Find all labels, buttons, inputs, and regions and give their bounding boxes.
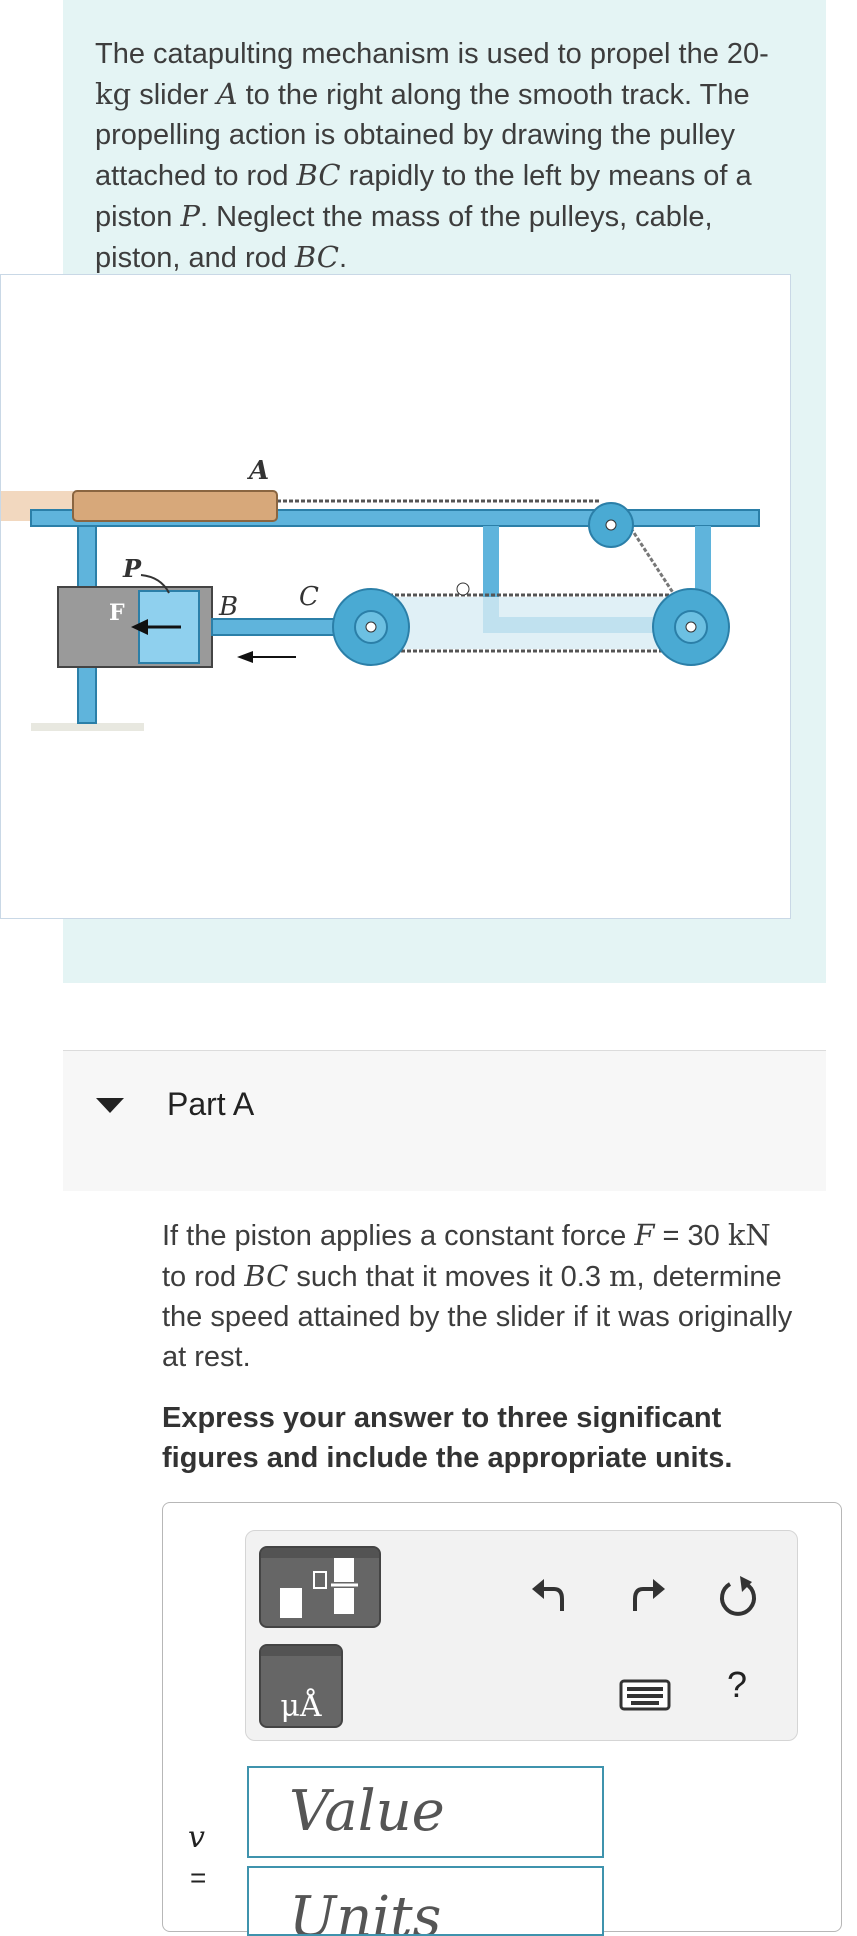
templates-button[interactable] xyxy=(259,1546,381,1628)
cable-anchor xyxy=(456,582,470,596)
force-arrowhead xyxy=(131,619,148,635)
reset-icon[interactable] xyxy=(716,1574,760,1618)
ground xyxy=(31,723,144,731)
units-mu-button[interactable]: μÅ xyxy=(259,1644,343,1728)
units-input[interactable]: Units xyxy=(247,1866,604,1936)
cable-loop-fill xyxy=(371,597,691,649)
math-symbol: F xyxy=(634,1218,655,1252)
label-p: P xyxy=(122,554,142,583)
answer-instruction: Express your answer to three significant… xyxy=(162,1402,733,1474)
text-run: If the piston applies a constant force xyxy=(162,1220,635,1252)
text-run: such that it moves it 0.3 xyxy=(288,1261,610,1293)
part-a-header[interactable] xyxy=(63,1050,826,1191)
pulley-c-axle xyxy=(365,621,377,633)
label-c: C xyxy=(299,582,319,612)
right-pulley-axle xyxy=(685,621,697,633)
catapult-diagram: A F P B C xyxy=(1,456,760,731)
part-a-question: If the piston applies a constant force F… xyxy=(162,1215,802,1377)
mechanism-figure: A F P B C xyxy=(0,274,791,919)
text-run: . Neglect the mass of the pulleys, cable… xyxy=(95,201,713,274)
math-symbol: BC xyxy=(296,158,341,192)
value-input[interactable]: Value xyxy=(247,1766,604,1858)
slider-a xyxy=(72,490,278,522)
text-run: to the right along the smooth track. The… xyxy=(95,79,750,192)
text-run: rapidly to the left by means of a piston xyxy=(95,160,752,233)
equals-sign: = xyxy=(190,1862,207,1893)
text-run: , determine the speed attained by the sl… xyxy=(162,1261,793,1373)
help-button[interactable]: ? xyxy=(727,1664,748,1705)
unit-symbol: m xyxy=(609,1259,637,1293)
math-symbol: A xyxy=(216,77,238,111)
motion-arrowhead xyxy=(237,651,253,663)
collapse-caret-icon[interactable] xyxy=(96,1098,124,1113)
templates-icon xyxy=(280,1558,358,1618)
units-mu-icon: μÅ xyxy=(280,1689,322,1724)
text-run: = 30 xyxy=(654,1220,728,1252)
label-f: F xyxy=(109,600,125,626)
math-symbol: P xyxy=(180,199,200,233)
label-b: B xyxy=(218,592,238,622)
math-symbol: BC xyxy=(294,240,339,274)
undo-icon[interactable] xyxy=(530,1575,570,1615)
label-a: A xyxy=(246,456,269,486)
problem-statement: The catapulting mechanism is used to pro… xyxy=(95,34,795,278)
top-pulley-axle xyxy=(605,519,617,531)
unit-symbol: kN xyxy=(727,1218,771,1252)
part-title[interactable]: Part A xyxy=(167,1086,255,1122)
label-p-leader xyxy=(140,574,170,594)
math-symbol: BC xyxy=(244,1259,289,1293)
answer-variable: v xyxy=(188,1820,205,1855)
text-run: The catapulting mechanism is used to pro… xyxy=(95,38,769,70)
variable-v: v xyxy=(188,1820,205,1855)
keyboard-icon[interactable] xyxy=(619,1679,671,1711)
redo-icon[interactable] xyxy=(627,1575,667,1615)
text-run: to rod xyxy=(162,1261,245,1293)
unit-symbol: kg xyxy=(95,77,132,111)
text-run: . xyxy=(338,242,348,274)
text-run: slider xyxy=(131,79,217,111)
